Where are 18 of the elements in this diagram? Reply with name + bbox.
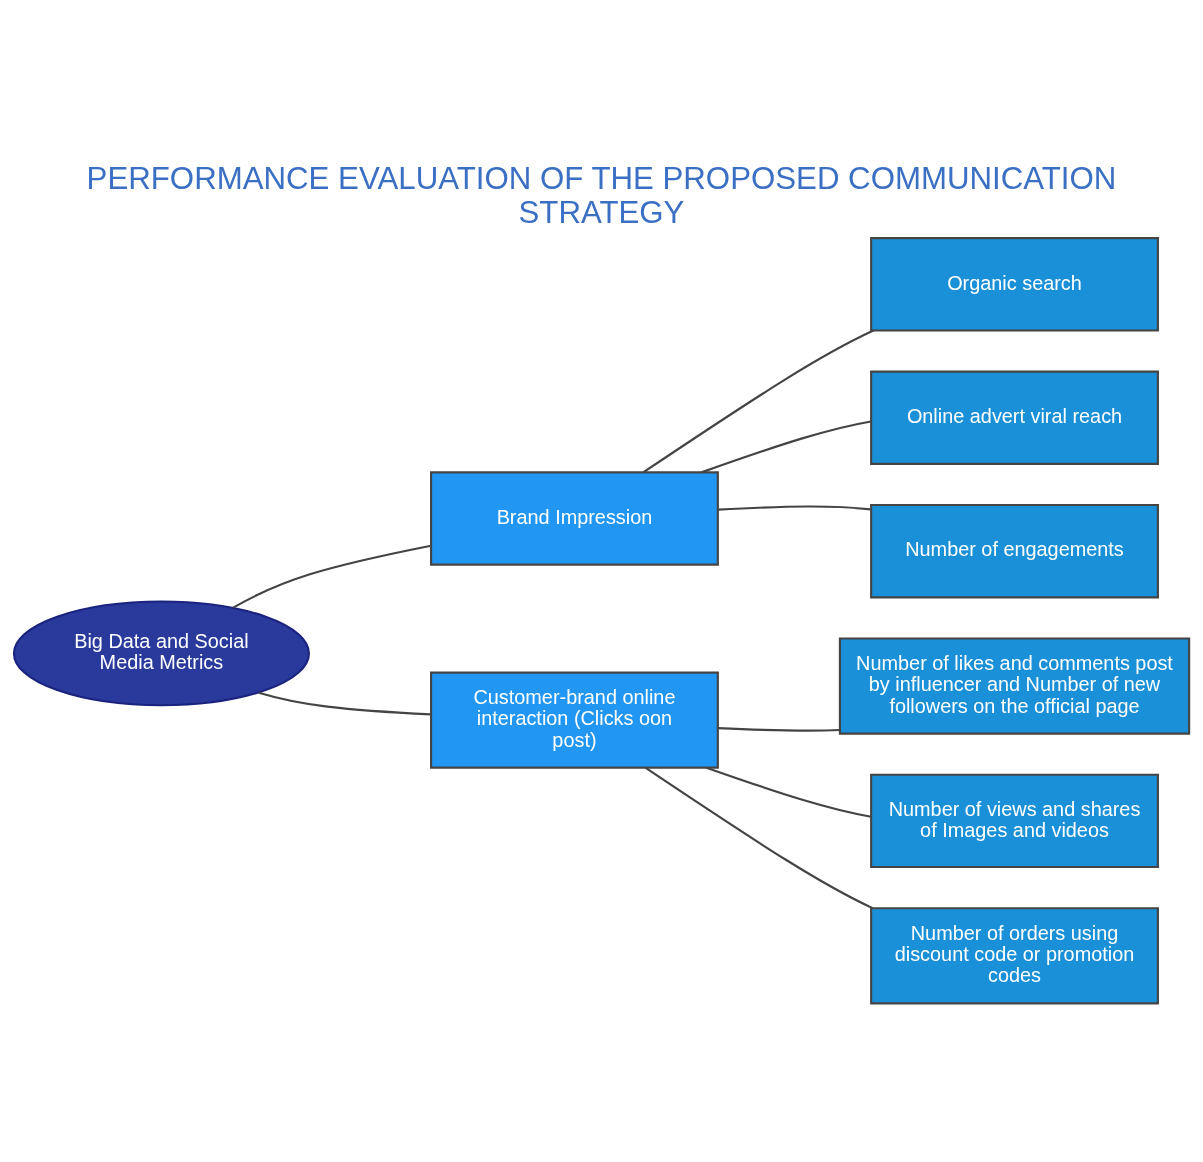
node-box: Number of engagements	[870, 504, 1159, 599]
connector	[706, 766, 872, 818]
node-box: Number of likes and comments post by influencer and Number of new followers on the official page	[838, 637, 1191, 735]
connector	[645, 767, 874, 910]
node-box: Online advert viral reach	[870, 370, 1159, 465]
connector	[718, 505, 871, 511]
connector	[642, 329, 874, 474]
node-box: Organic search	[870, 237, 1159, 332]
node-box: Customer-brand online interaction (Clicks oon post)	[430, 671, 719, 769]
node-ellipse: Big Data and Social Media Metrics	[12, 600, 310, 707]
connector	[701, 420, 872, 474]
diagram-title: PERFORMANCE EVALUATION OF THE PROPOSED COMMUNICATION STRATEGY	[86, 161, 1117, 231]
connector	[258, 691, 431, 716]
node-box: Number of views and shares of Images and videos	[870, 773, 1159, 869]
node-box: Brand Impression	[430, 471, 719, 566]
node-box: Number of orders using discount code or promotion codes	[870, 907, 1159, 1005]
connector	[232, 544, 432, 609]
connector	[717, 727, 840, 732]
